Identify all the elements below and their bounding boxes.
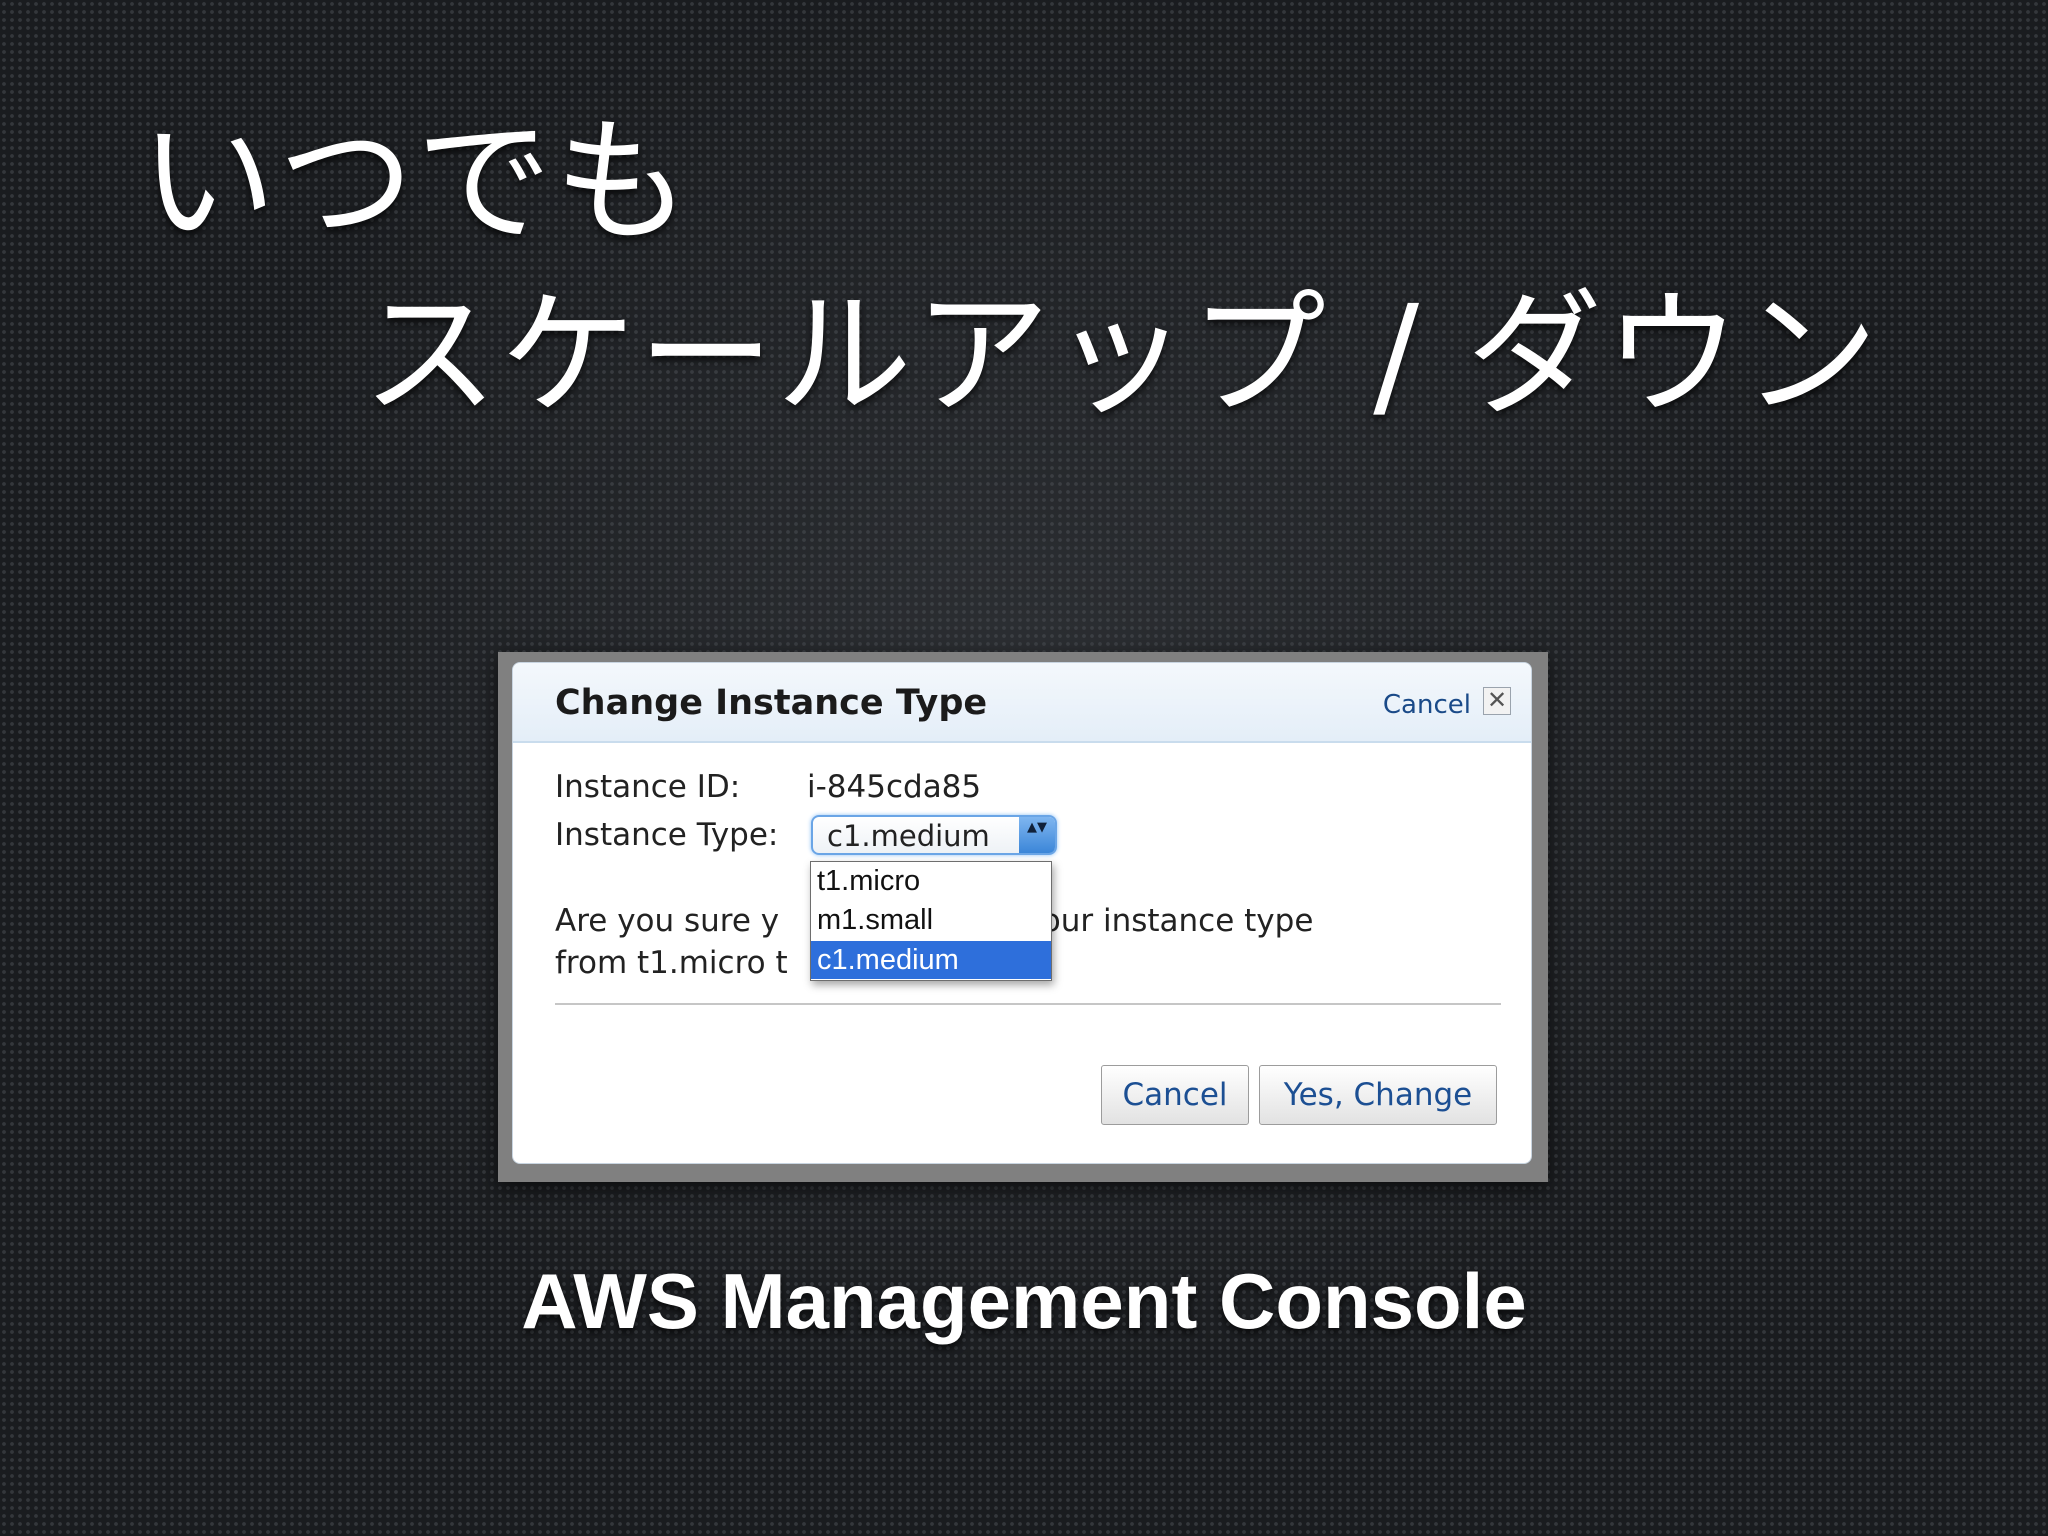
option-m1-small[interactable]: m1.small	[817, 904, 934, 936]
confirm-line2-left: from t1.micro t	[555, 945, 788, 981]
confirm-message-line2: from t1.micro t	[555, 945, 788, 981]
instance-type-select[interactable]: c1.medium ▲▼	[811, 815, 1057, 855]
close-icon[interactable]: ✕	[1483, 687, 1511, 715]
screenshot-frame: Change Instance Type Cancel ✕ Instance I…	[498, 652, 1548, 1182]
header-cancel-link[interactable]: Cancel	[1382, 690, 1471, 720]
option-c1-medium[interactable]: c1.medium	[811, 941, 1051, 979]
slide-caption: AWS Management Console	[521, 1257, 1527, 1345]
divider	[555, 1003, 1501, 1005]
instance-id-label: Instance ID:	[555, 769, 741, 805]
instance-id-value: i-845cda85	[807, 769, 982, 805]
instance-type-dropdown-list: t1.micro m1.small c1.medium	[810, 861, 1052, 981]
slide-title-line1: いつでも	[140, 104, 692, 262]
chevron-updown-icon: ▲▼	[1019, 817, 1055, 853]
dialog-title: Change Instance Type	[555, 683, 988, 723]
cancel-button[interactable]: Cancel	[1101, 1065, 1249, 1125]
change-instance-type-dialog: Change Instance Type Cancel ✕ Instance I…	[512, 662, 1532, 1164]
option-t1-micro[interactable]: t1.micro	[817, 865, 921, 897]
yes-change-button[interactable]: Yes, Change	[1259, 1065, 1497, 1125]
instance-type-label: Instance Type:	[555, 817, 779, 853]
selected-instance-type: c1.medium	[827, 819, 990, 853]
slide-title-line2: スケールアップ / ダウン	[362, 277, 1881, 435]
confirm-line1-left: Are you sure y	[555, 903, 780, 939]
dialog-header: Change Instance Type Cancel ✕	[513, 663, 1531, 743]
